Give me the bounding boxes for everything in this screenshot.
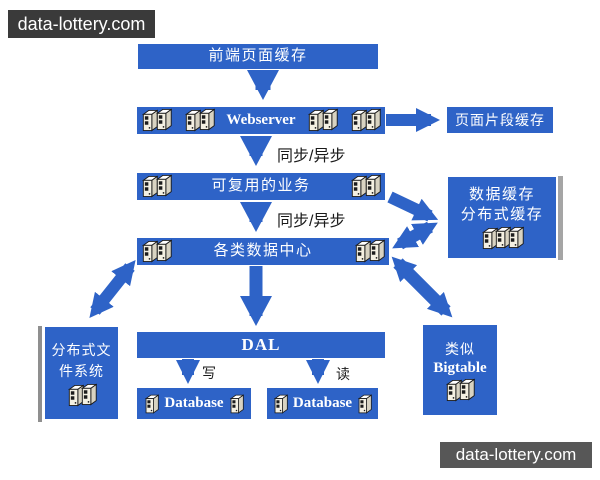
- node-page-fragment-cache: 页面片段缓存: [447, 107, 553, 133]
- server-icon-pair: [184, 109, 215, 132]
- node-distributed-fs: 分布式文 件系统: [45, 327, 118, 419]
- server-icon-pair: [445, 379, 475, 402]
- distributed-fs-label-line1: 分布式文: [51, 341, 112, 358]
- server-icon: [458, 378, 475, 401]
- server-icon: [357, 394, 372, 414]
- node-database-read: Database: [267, 388, 378, 419]
- data-cache-label-line2: 分布式缓存: [460, 206, 544, 223]
- data-cache-label-line1: 数据缓存: [468, 185, 535, 203]
- server-icon-pair: [67, 384, 97, 407]
- server-icon: [155, 239, 172, 262]
- data-centers-label: 各类数据中心: [213, 242, 313, 260]
- arrow-business-to-datacache: [387, 191, 439, 222]
- server-icon: [273, 394, 288, 414]
- write-label: 写: [202, 365, 216, 381]
- server-icon: [155, 108, 172, 131]
- arrow-datacenter-datacache: [392, 221, 438, 250]
- distributed-fs-label-line2: 件系统: [59, 362, 104, 379]
- server-icon: [321, 108, 338, 131]
- server-icon-pair: [350, 175, 381, 198]
- server-icon: [364, 108, 381, 131]
- server-icon: [144, 394, 159, 414]
- shadow-bar-right: [558, 176, 563, 260]
- database-read-label: Database: [292, 395, 353, 411]
- arrow-datacenter-dfs: [89, 259, 136, 319]
- database-write-label: Database: [164, 395, 224, 411]
- server-icon: [364, 174, 381, 197]
- watermark-bottom: data-lottery.com: [440, 442, 592, 468]
- node-dal: DAL: [137, 332, 385, 358]
- server-icon: [198, 108, 215, 131]
- node-data-centers: 各类数据中心: [137, 238, 389, 265]
- page-fragment-cache-label: 页面片段缓存: [455, 111, 545, 128]
- watermark-top: data-lottery.com: [8, 10, 155, 38]
- sync-async-label-bottom: 同步/异步: [277, 213, 346, 230]
- bigtable-label-line2: Bigtable: [433, 359, 487, 376]
- arrow-datacenter-bigtable: [391, 256, 453, 318]
- server-icon-pair: [141, 109, 172, 132]
- node-bigtable: 类似 Bigtable: [423, 325, 497, 415]
- server-icon-group: [481, 227, 524, 250]
- server-icon-pair: [141, 175, 172, 198]
- bigtable-label-line1: 类似: [445, 340, 475, 357]
- shadow-bar-left: [38, 326, 42, 422]
- server-icon-pair: [350, 109, 381, 132]
- server-icon: [507, 226, 524, 249]
- server-icon-pair: [141, 240, 172, 263]
- reusable-business-label: 可复用的业务: [211, 177, 311, 195]
- sync-async-label-top: 同步/异步: [277, 148, 346, 165]
- server-icon: [229, 394, 244, 414]
- server-icon: [368, 239, 385, 262]
- node-webserver: Webserver: [137, 107, 385, 134]
- server-icon: [80, 383, 97, 406]
- node-front-page-cache: 前端页面缓存: [138, 44, 378, 69]
- server-icon: [155, 174, 172, 197]
- node-database-write: Database: [137, 388, 251, 419]
- server-icon-pair: [354, 240, 385, 263]
- node-reusable-business: 可复用的业务: [137, 173, 385, 200]
- front-page-cache-label: 前端页面缓存: [208, 47, 308, 65]
- server-icon-pair: [307, 109, 338, 132]
- webserver-label: Webserver: [226, 112, 296, 128]
- node-data-cache: 数据缓存 分布式缓存: [448, 177, 556, 258]
- read-label: 读: [336, 366, 350, 382]
- dal-label: DAL: [241, 335, 281, 354]
